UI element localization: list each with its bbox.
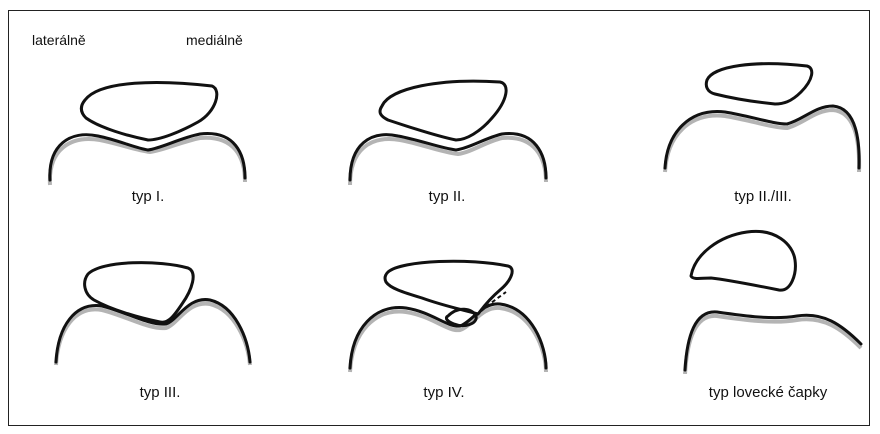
caption-type-3: typ III. <box>140 384 181 401</box>
caption-type-1: typ I. <box>132 188 165 205</box>
caption-type-2-3: typ II./III. <box>734 188 792 205</box>
patella-type-2-drawing <box>340 40 560 190</box>
caption-hunters-cap: typ lovecké čapky <box>709 384 827 401</box>
patella-type-1-drawing <box>40 40 260 190</box>
patella-type-3-drawing <box>40 250 260 400</box>
caption-type-4: typ IV. <box>423 384 464 401</box>
caption-type-2: typ II. <box>429 188 466 205</box>
patella-hunters-cap-drawing <box>655 224 875 374</box>
patella-type-2-3-drawing <box>655 40 875 190</box>
patella-type-4-drawing <box>340 250 560 400</box>
